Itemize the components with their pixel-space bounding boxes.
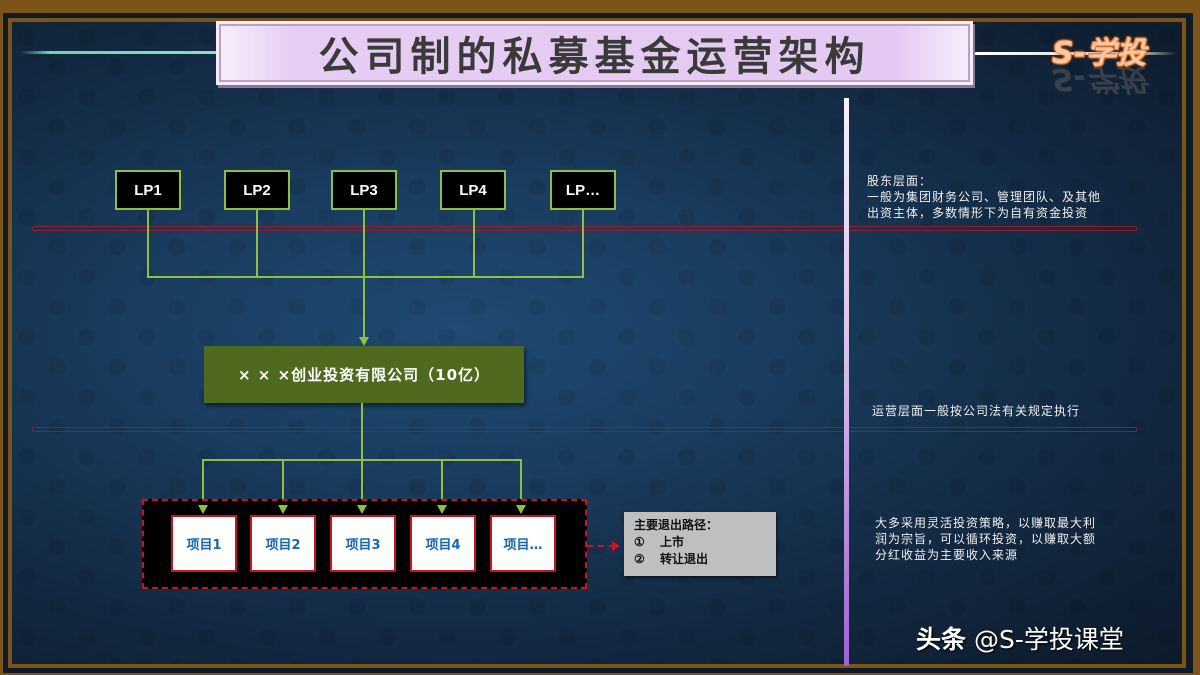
frame-gold-border — [8, 18, 1186, 668]
project-label: 项目4 — [425, 538, 461, 553]
connector-line — [147, 276, 584, 278]
exit-paths-box: 主要退出路径： ① 上市 ② 转让退出 — [624, 512, 776, 576]
title-banner: 公司制的私募基金运营架构 — [216, 21, 973, 85]
project-box-4: 项目4 — [410, 515, 476, 572]
brand-logo-reflection: S-学投 — [1052, 61, 1147, 96]
lp-box-4: LP4 — [440, 170, 506, 210]
arrow-down-icon — [198, 505, 208, 514]
investment-note-line: 分红收益为主要收入来源 — [875, 548, 1019, 562]
connector-line — [147, 209, 149, 277]
exit-item-number: ② — [634, 552, 645, 566]
project-label: 项目2 — [265, 538, 301, 553]
investment-note-line: 润为宗旨，可以循环投资，以赚取大额 — [875, 532, 1097, 546]
company-label: × × ×创业投资有限公司（10亿） — [237, 366, 491, 384]
arrow-down-icon — [516, 505, 526, 514]
title-accent-line-left — [20, 51, 220, 54]
arrow-right-icon — [612, 541, 620, 551]
arrow-down-icon — [359, 337, 369, 346]
exit-title: 主要退出路径： — [634, 518, 719, 532]
project-box-2: 项目2 — [250, 515, 316, 572]
lp-box-2: LP2 — [224, 170, 290, 210]
lp-box-1: LP1 — [115, 170, 181, 210]
watermark-handle: @S-学投课堂 — [973, 625, 1124, 654]
project-label: 项目1 — [186, 538, 222, 553]
lp-label: LP… — [565, 181, 601, 199]
connector-line — [441, 459, 443, 505]
exit-item-label: 上市 — [660, 535, 685, 549]
investment-note: 大多采用灵活投资策略，以赚取最大利 润为宗旨，可以循环投资，以赚取大额 分红收益… — [875, 515, 1096, 563]
shareholder-layer-band — [32, 226, 1137, 231]
arrow-down-icon — [357, 505, 367, 514]
lp-label: LP4 — [459, 181, 487, 199]
exit-item-number: ① — [634, 535, 645, 549]
operation-layer-band — [32, 427, 1137, 432]
brand-logo: S-学投 — [1052, 36, 1147, 71]
connector-line — [256, 209, 258, 277]
project-box-more: 项目… — [490, 515, 556, 572]
lp-box-more: LP… — [550, 170, 616, 210]
connector-line — [520, 459, 522, 505]
lp-box-3: LP3 — [331, 170, 397, 210]
watermark-brand: 头条 — [916, 625, 967, 654]
project-box-1: 项目1 — [171, 515, 237, 572]
operation-note-line: 运营层面一般按公司法有关规定执行 — [872, 404, 1081, 418]
vertical-divider — [844, 98, 849, 666]
connector-line — [582, 209, 584, 277]
connector-line — [363, 209, 365, 277]
exit-item: ② 转让退出 — [634, 551, 766, 568]
project-label: 项目3 — [345, 538, 381, 553]
connector-line — [361, 459, 363, 505]
exit-item-label: 转让退出 — [660, 552, 709, 566]
connector-line — [202, 459, 204, 505]
shareholder-note-line: 出资主体，多数情形下为自有资金投资 — [867, 206, 1089, 220]
arrow-down-icon — [278, 505, 288, 514]
lp-label: LP3 — [350, 181, 378, 199]
shareholder-note-line: 一般为集团财务公司、管理团队、及其他 — [867, 190, 1102, 204]
arrow-down-icon — [437, 505, 447, 514]
operation-note: 运营层面一般按公司法有关规定执行 — [872, 403, 1080, 419]
watermark: 头条 @S-学投课堂 — [916, 620, 1124, 656]
title-accent-line-right — [972, 52, 1177, 55]
connector-line — [282, 459, 284, 505]
exit-item: ① 上市 — [634, 534, 766, 551]
connector-line — [363, 276, 365, 338]
connector-line — [473, 209, 475, 277]
project-box-3: 项目3 — [330, 515, 396, 572]
lp-label: LP1 — [134, 181, 162, 199]
page-title: 公司制的私募基金运营架构 — [318, 33, 871, 80]
investment-note-line: 大多采用灵活投资策略，以赚取最大利 — [875, 516, 1097, 530]
shareholder-note: 股东层面： 一般为集团财务公司、管理团队、及其他 出资主体，多数情形下为自有资金… — [867, 173, 1101, 221]
exit-connector-dashed — [587, 545, 615, 547]
project-label: 项目… — [503, 538, 543, 553]
shareholder-note-heading: 股东层面： — [867, 174, 933, 188]
lp-label: LP2 — [243, 181, 271, 199]
connector-line — [361, 403, 363, 460]
company-box: × × ×创业投资有限公司（10亿） — [204, 346, 524, 403]
